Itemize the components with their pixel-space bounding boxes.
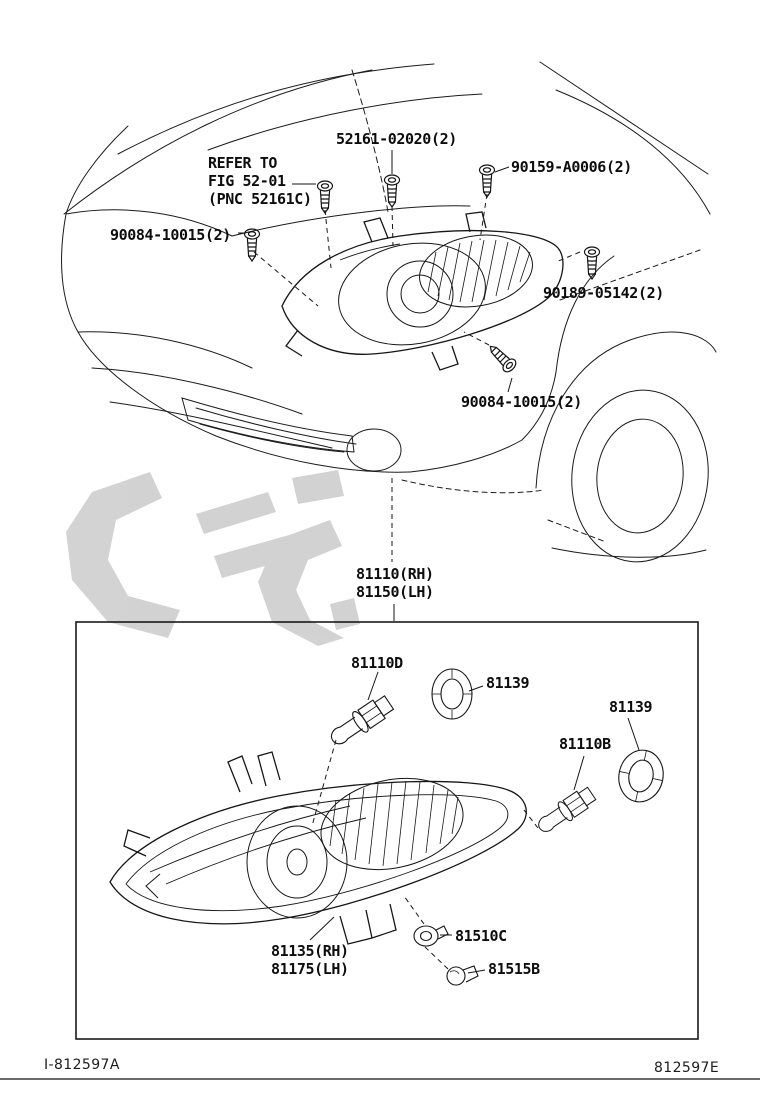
callout-bulb-81110b: 81110B bbox=[559, 735, 611, 753]
callout-ring-81139-right: 81139 bbox=[609, 698, 653, 716]
callout-screw-90159: 90159-A0006(2) bbox=[511, 158, 632, 176]
reflector-hatching-detail bbox=[329, 780, 459, 867]
bulb-81110d-icon bbox=[331, 695, 395, 745]
callout-screw-90084-upper: 90084-10015(2) bbox=[110, 226, 231, 244]
leader-lines-top bbox=[238, 150, 581, 621]
seal-ring-81139-right-icon bbox=[618, 749, 664, 803]
screw-90084-upper-icon bbox=[243, 228, 261, 262]
headlamp-assembly-top bbox=[281, 211, 564, 371]
footer-figure-code-left: I-812597A bbox=[44, 1057, 120, 1073]
screw-90189-icon bbox=[583, 246, 601, 280]
callout-bulb-81515b: 81515B bbox=[488, 960, 540, 978]
callout-lens-rh: 81135(RH) bbox=[271, 942, 349, 960]
callout-refer-line3: (PNC 52161C) bbox=[208, 190, 312, 208]
callout-lens-lh: 81175(LH) bbox=[271, 960, 349, 978]
reflector-hatching-top bbox=[427, 239, 531, 303]
screw-90159-icon bbox=[478, 164, 496, 198]
seal-ring-81139-left-icon bbox=[431, 668, 473, 720]
callout-refer-line2: FIG 52-01 bbox=[208, 172, 286, 190]
callout-refer-line1: REFER TO bbox=[208, 154, 278, 172]
socket-81510c-icon bbox=[413, 925, 449, 947]
leader-lines-box bbox=[309, 671, 640, 974]
callout-bolt-52161: 52161-02020(2) bbox=[336, 130, 457, 148]
footer-figure-code-right: 812597E bbox=[654, 1060, 720, 1076]
callout-screw-90189: 90189-05142(2) bbox=[543, 284, 664, 302]
bolt-refer-fig-icon bbox=[316, 180, 334, 214]
callout-bulb-81110d: 81110D bbox=[351, 654, 403, 672]
bulb-81110b-icon bbox=[538, 786, 597, 832]
bolt-52161-icon bbox=[383, 174, 401, 208]
callout-headlamp-rh: 81110(RH) bbox=[356, 565, 434, 583]
callout-ring-81139-left: 81139 bbox=[486, 674, 530, 692]
watermark-logo bbox=[66, 470, 360, 646]
parts-box-outline bbox=[75, 621, 699, 1040]
headlamp-assembly-detail bbox=[109, 751, 527, 945]
screw-90084-lower-icon bbox=[484, 340, 519, 375]
callout-socket-81510c: 81510C bbox=[455, 927, 507, 945]
callout-headlamp-lh: 81150(LH) bbox=[356, 583, 434, 601]
callout-screw-90084-lower: 90084-10015(2) bbox=[461, 393, 582, 411]
bulb-81515b-icon bbox=[446, 965, 479, 986]
car-front-line-art bbox=[61, 61, 717, 563]
